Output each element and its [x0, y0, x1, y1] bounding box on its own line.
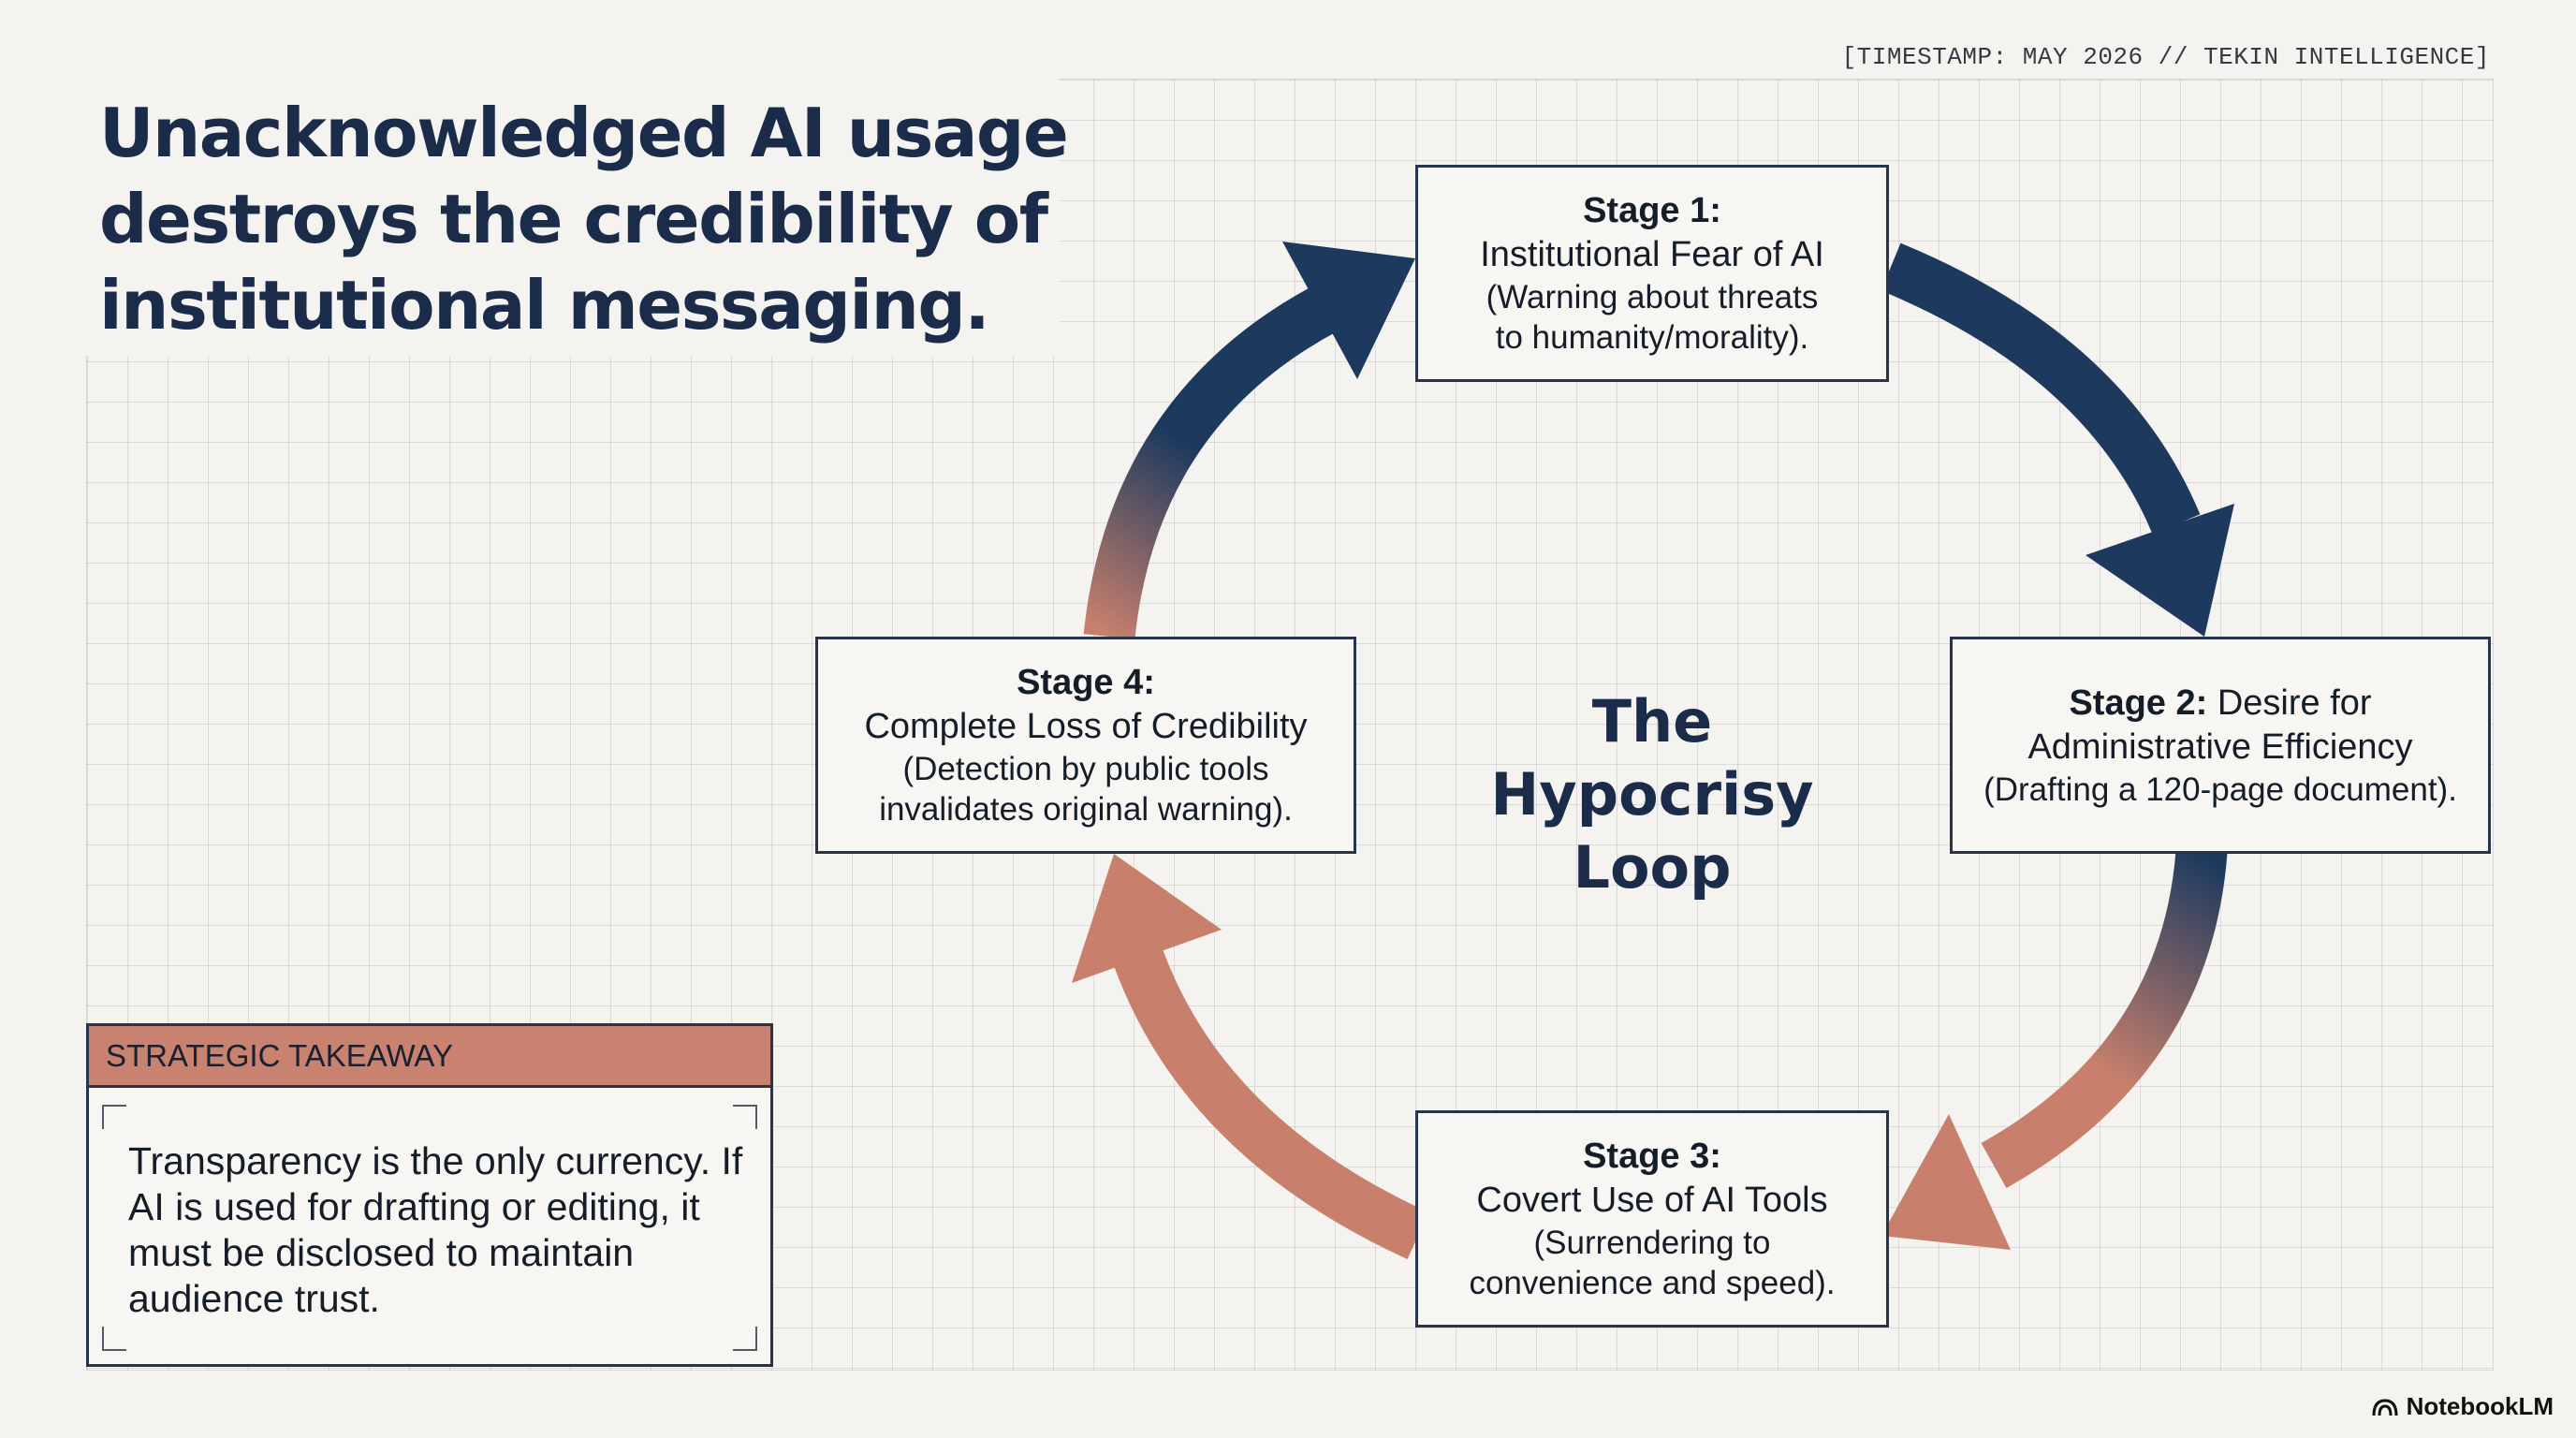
stage-2-heading: Stage 2: Desire for Administrative Effic…	[2014, 682, 2426, 770]
stage-3-description: (Surrendering to convenience and speed).	[1469, 1225, 1836, 1301]
stage-1-description: (Warning about threats to humanity/moral…	[1486, 279, 1819, 356]
corner-mark	[733, 1327, 757, 1351]
stage-2-title: Stage 2:	[2069, 682, 2208, 723]
stage-3-box: Stage 3: Covert Use of AI Tools (Surrend…	[1415, 1110, 1889, 1328]
stage-4-name: Complete Loss of Credibility	[864, 707, 1308, 746]
stage-1-name: Institutional Fear of AI	[1480, 235, 1824, 274]
headline-panel	[86, 79, 1060, 356]
notebooklm-logo-icon	[2372, 1398, 2398, 1416]
timestamp-label: [TIMESTAMP: MAY 2026 // TEKIN INTELLIGEN…	[1841, 43, 2490, 71]
strategic-takeaway-panel: STRATEGIC TAKEAWAY Transparency is the o…	[86, 1023, 773, 1367]
takeaway-body: Transparency is the only currency. If AI…	[128, 1139, 743, 1320]
loop-title-text: The Hypocrisy Loop	[1490, 687, 1814, 902]
stage-4-title: Stage 4:	[1017, 663, 1155, 702]
corner-mark	[102, 1105, 126, 1129]
brand-watermark: NotebookLM	[2371, 1392, 2554, 1421]
stage-3-name: Covert Use of AI Tools	[1476, 1181, 1828, 1220]
corner-mark	[733, 1105, 757, 1129]
brand-label: NotebookLM	[2406, 1392, 2554, 1420]
stage-2-name: Desire for Administrative Efficiency	[2027, 682, 2413, 767]
stage-2-description: (Drafting a 120-page document).	[1983, 770, 2457, 808]
arrow-3-to-4-icon	[1072, 854, 1429, 1260]
stage-4-description: (Detection by public tools invalidates o…	[879, 751, 1293, 828]
arrow-1-to-2-icon	[1881, 242, 2234, 637]
corner-mark	[102, 1327, 126, 1351]
loop-title: The Hypocrisy Loop	[1367, 685, 1938, 904]
headline: Unacknowledged AI usage destroys the cre…	[99, 94, 1069, 345]
stage-4-box: Stage 4: Complete Loss of Credibility (D…	[815, 637, 1356, 854]
stage-1-title: Stage 1:	[1583, 191, 1721, 230]
stage-2-box: Stage 2: Desire for Administrative Effic…	[1950, 637, 2491, 854]
arrow-2-to-3-icon	[1881, 849, 2228, 1250]
arrow-4-to-1-icon	[1083, 242, 1415, 639]
takeaway-header: STRATEGIC TAKEAWAY	[89, 1026, 770, 1088]
stage-3-title: Stage 3:	[1583, 1137, 1721, 1176]
stage-1-box: Stage 1: Institutional Fear of AI (Warni…	[1415, 165, 1889, 382]
